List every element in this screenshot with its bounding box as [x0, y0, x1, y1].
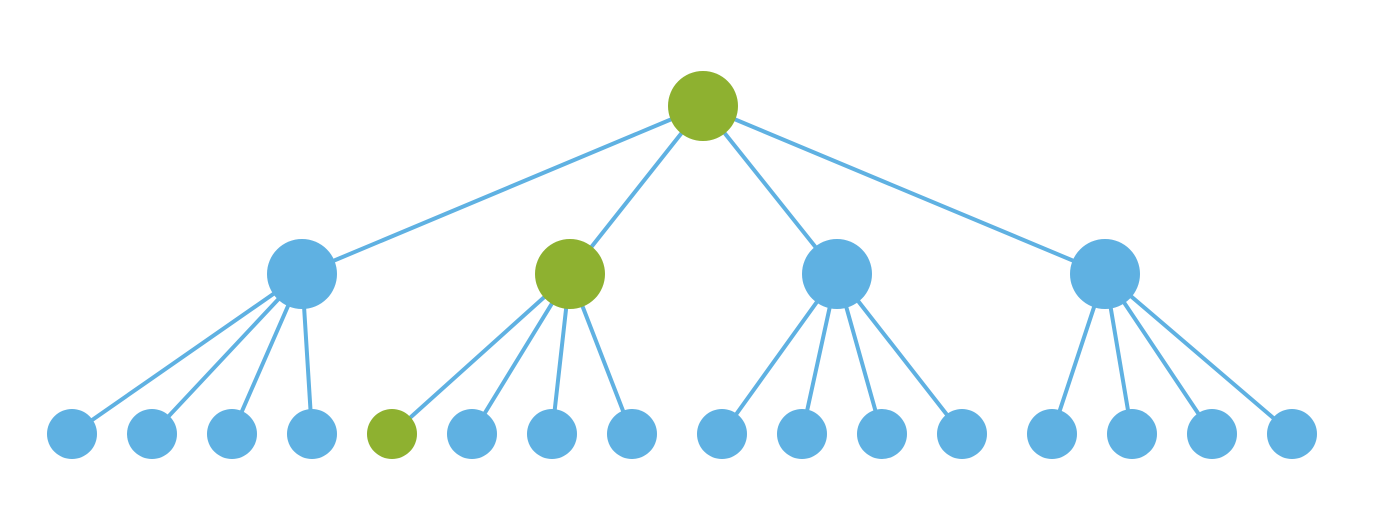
edge-level1-node-2-to-leaf-5 [390, 272, 572, 436]
edge-level1-node-1-to-leaf-1 [70, 272, 304, 436]
edge-root-to-level1-node-1 [300, 104, 705, 276]
leaf-1-node [47, 409, 97, 459]
edge-root-to-level1-node-3 [701, 104, 839, 276]
leaf-3-node [207, 409, 257, 459]
level1-node-4 [1070, 239, 1140, 309]
leaf-12-node [937, 409, 987, 459]
level1-node-1 [267, 239, 337, 309]
leaf-10-node [777, 409, 827, 459]
edge-root-to-level1-node-2 [568, 104, 705, 276]
leaf-7-node [527, 409, 577, 459]
edge-level1-node-1-to-leaf-2 [150, 272, 304, 436]
edge-root-to-level1-node-4 [701, 104, 1107, 276]
edge-level1-node-4-to-leaf-16 [1103, 272, 1294, 436]
leaf-9-node [697, 409, 747, 459]
nodes-layer [47, 71, 1317, 459]
leaf-8-node [607, 409, 657, 459]
leaf-4-node [287, 409, 337, 459]
leaf-11-node [857, 409, 907, 459]
leaf-16-node [1267, 409, 1317, 459]
leaf-13-node [1027, 409, 1077, 459]
leaf-2-node [127, 409, 177, 459]
level1-node-3 [802, 239, 872, 309]
leaf-5-node [367, 409, 417, 459]
leaf-14-node [1107, 409, 1157, 459]
leaf-15-node [1187, 409, 1237, 459]
level1-node-2 [535, 239, 605, 309]
leaf-6-node [447, 409, 497, 459]
root-node [668, 71, 738, 141]
